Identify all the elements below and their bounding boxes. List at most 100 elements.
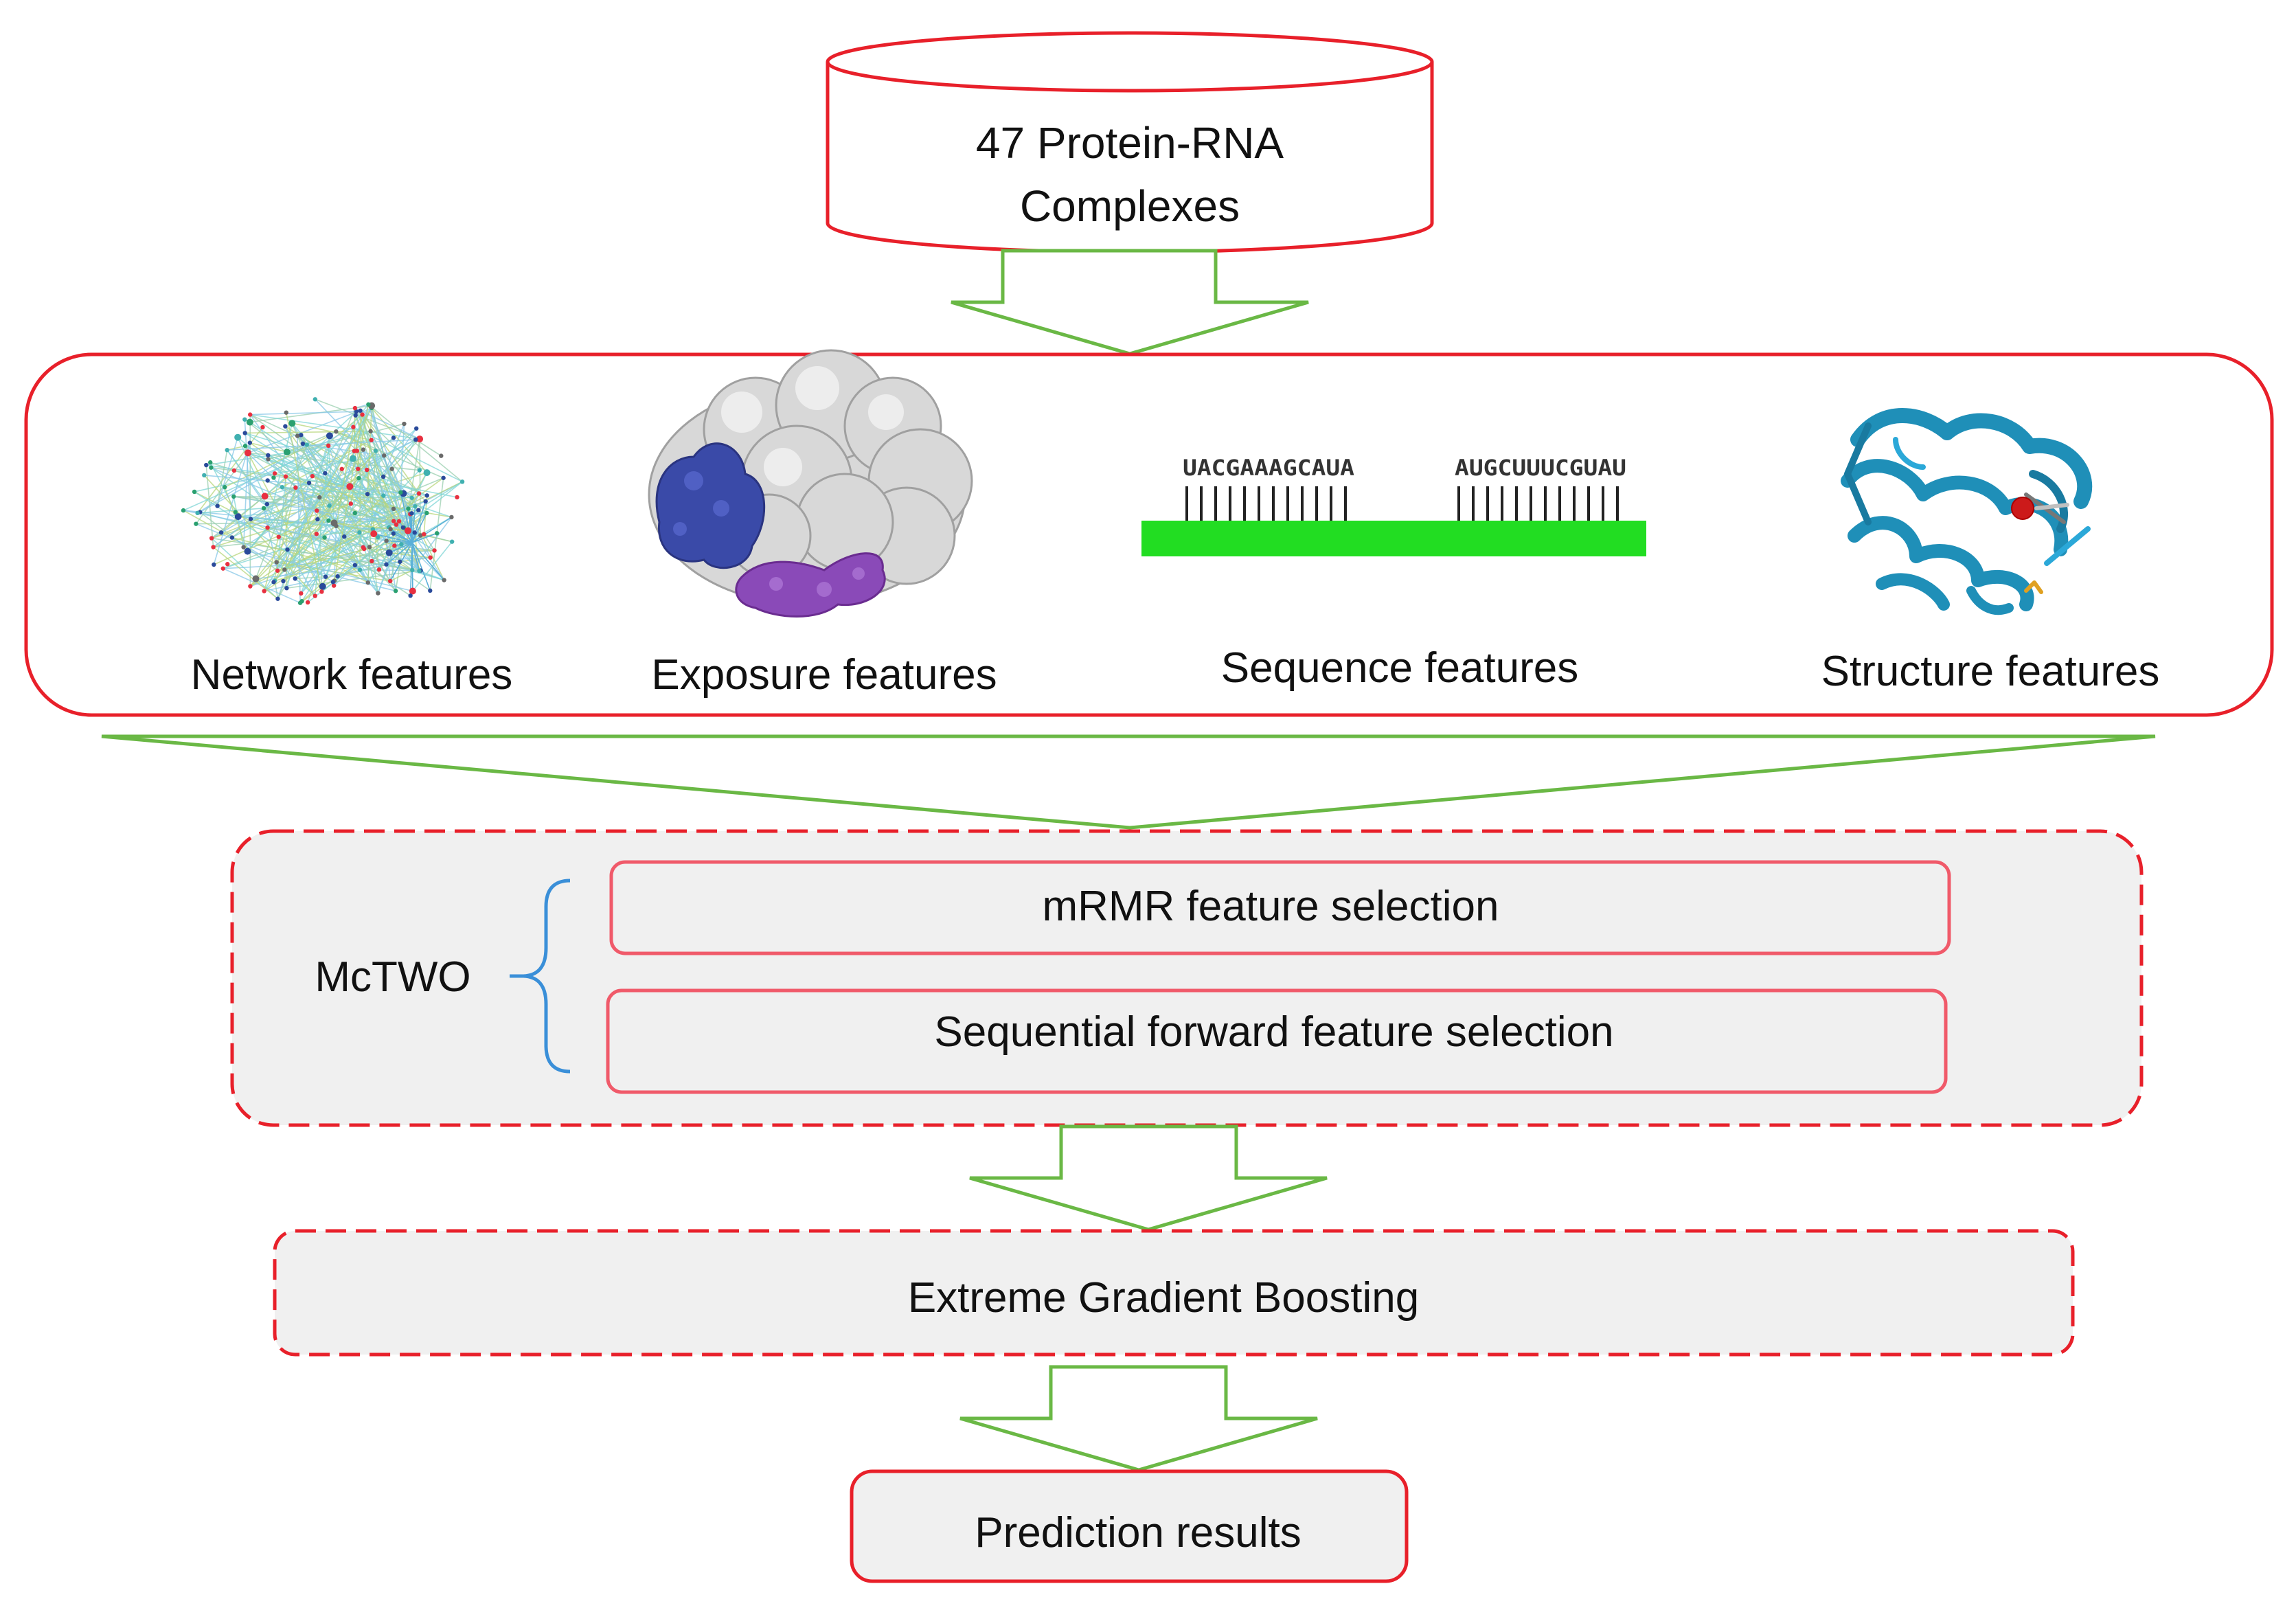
network-edge xyxy=(411,542,445,581)
network-edge xyxy=(276,550,435,563)
network-node xyxy=(225,448,229,453)
network-node xyxy=(358,408,363,413)
network-edge xyxy=(361,414,401,562)
network-node xyxy=(352,563,358,567)
network-edge xyxy=(367,547,370,583)
network-node xyxy=(281,578,286,584)
network-node xyxy=(360,412,365,417)
network-edge xyxy=(238,516,421,536)
network-edge xyxy=(411,542,431,591)
network-node xyxy=(370,558,374,564)
network-node xyxy=(434,531,440,536)
network-node xyxy=(261,506,266,511)
network-node xyxy=(365,580,370,585)
network-edge xyxy=(389,542,413,554)
network-node xyxy=(323,574,328,579)
network-node xyxy=(209,465,214,470)
network-node xyxy=(342,534,347,539)
network-node xyxy=(248,584,253,589)
network-node xyxy=(366,402,371,407)
network-node xyxy=(414,426,419,431)
network-node xyxy=(423,499,428,504)
network-node xyxy=(181,508,186,513)
network-node xyxy=(293,485,298,490)
network-node xyxy=(317,495,322,500)
network-edge xyxy=(203,475,316,597)
network-node xyxy=(304,442,310,447)
network-edge xyxy=(267,527,363,548)
network-edge xyxy=(411,542,420,571)
network-edge xyxy=(302,443,369,583)
network-edge xyxy=(334,414,363,581)
sffs-step-label: Sequential forward feature selection xyxy=(934,1008,1613,1056)
network-edge xyxy=(244,419,352,504)
network-node xyxy=(207,460,213,465)
network-node xyxy=(306,480,312,486)
mrmr-step-box: mRMR feature selection xyxy=(609,860,1951,955)
network-node xyxy=(449,539,455,544)
network-node xyxy=(283,424,288,429)
network-edge xyxy=(343,536,379,593)
network-node xyxy=(312,593,317,598)
network-node xyxy=(354,409,359,414)
network-edge xyxy=(197,508,264,514)
network-node xyxy=(248,412,253,417)
network-edge xyxy=(204,475,427,497)
network-edge xyxy=(359,477,401,493)
network-edge xyxy=(371,512,427,562)
network-edge xyxy=(389,569,413,582)
network-node xyxy=(252,575,260,582)
network-node xyxy=(353,413,358,418)
network-node xyxy=(389,466,394,471)
network-node xyxy=(418,533,423,538)
network-node xyxy=(428,588,433,593)
network-node xyxy=(396,519,402,524)
network-edge xyxy=(213,442,251,565)
prediction-results-label: Prediction results xyxy=(975,1509,1302,1556)
network-node xyxy=(218,530,224,535)
network-node xyxy=(233,510,238,514)
network-node xyxy=(380,474,386,479)
mctwo-panel: McTWO mRMR feature selection Sequential … xyxy=(230,829,2144,1127)
network-node xyxy=(330,580,336,585)
network-node xyxy=(350,455,357,462)
network-node xyxy=(352,510,357,516)
network-node xyxy=(284,410,288,415)
network-node xyxy=(370,530,378,538)
xgboost-label: Extreme Gradient Boosting xyxy=(908,1274,1419,1322)
network-node xyxy=(368,429,373,434)
network-edge xyxy=(386,540,413,543)
network-node xyxy=(283,449,291,456)
network-node xyxy=(361,545,365,550)
network-node xyxy=(409,511,414,516)
network-node xyxy=(424,510,429,516)
network-edge xyxy=(247,550,413,592)
network-edge xyxy=(233,496,245,547)
network-node xyxy=(334,523,339,528)
network-node xyxy=(376,567,382,572)
network-edge xyxy=(214,503,352,565)
network-node xyxy=(398,559,402,564)
network-node xyxy=(212,562,216,567)
network-node xyxy=(266,457,271,462)
network-node xyxy=(416,491,422,496)
network-node xyxy=(334,429,339,434)
network-graph-icon xyxy=(181,397,465,605)
network-edge xyxy=(334,522,409,532)
network-edge xyxy=(255,560,400,580)
network-node xyxy=(410,567,415,573)
arrow-down-1 xyxy=(951,249,1309,356)
network-edge xyxy=(282,486,412,499)
network-node xyxy=(282,567,287,572)
network-node xyxy=(449,514,454,520)
network-node xyxy=(299,433,304,438)
source-label-line2: Complexes xyxy=(1020,181,1240,231)
network-node xyxy=(398,490,403,495)
network-node xyxy=(223,484,227,490)
network-node xyxy=(326,443,331,449)
sequence-right: AUGCUUUCGUAU xyxy=(1455,455,1626,481)
network-node xyxy=(384,539,389,543)
network-node xyxy=(326,518,331,523)
network-edge xyxy=(301,476,384,602)
network-node xyxy=(365,492,370,497)
